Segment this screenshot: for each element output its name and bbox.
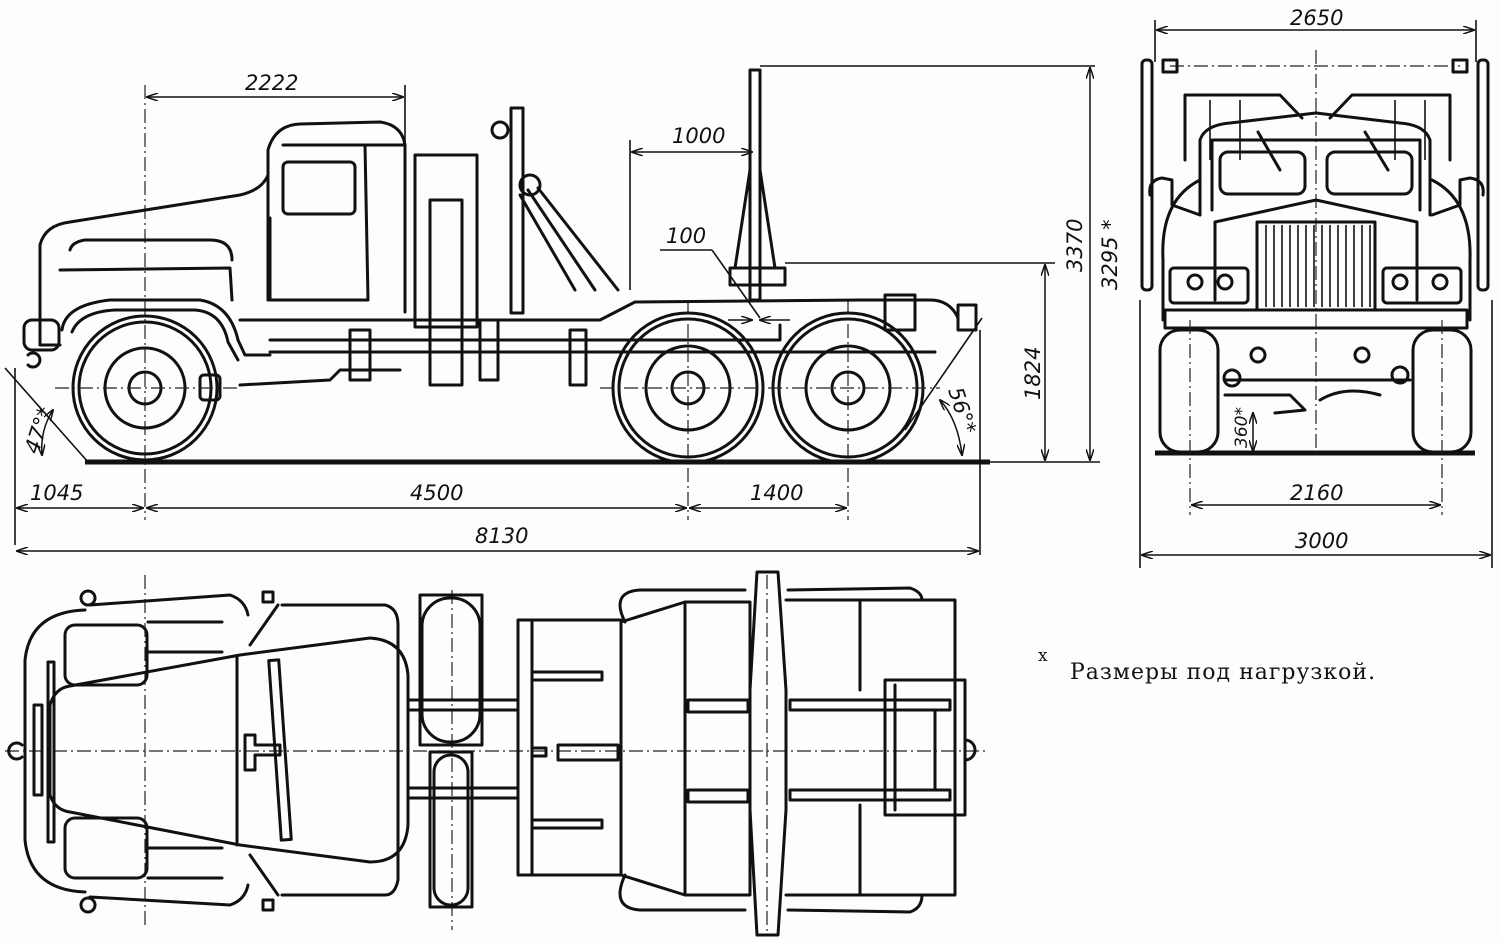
- footnote-mark: x: [1038, 646, 1048, 666]
- dim-mirror-width: 2650: [1290, 6, 1343, 30]
- dim-bolster-offset: 100: [666, 224, 706, 248]
- dim-bogie-base: 1400: [750, 481, 803, 505]
- dim-front-overhang: 1045: [30, 481, 83, 505]
- dim-track-width: 2160: [1290, 481, 1343, 505]
- rear-post: [748, 68, 762, 302]
- top-left-fender: [63, 623, 149, 687]
- front-post: [509, 106, 525, 315]
- windshield-right: [1325, 150, 1414, 196]
- bogie-fender-2: [784, 598, 957, 897]
- front-bumper: [1163, 308, 1469, 330]
- frame: [238, 298, 960, 322]
- front-view: 2650 2160 3000 360*: [1139, 6, 1493, 568]
- dim-approach-angle: 47°*: [20, 404, 58, 457]
- top-right-fender: [63, 816, 149, 880]
- front-axle: [1223, 378, 1412, 415]
- left-mirror: [1140, 58, 1154, 292]
- dim-bolster-height: 1824: [1021, 347, 1045, 400]
- cab-front: [1198, 111, 1432, 217]
- cab-door: [268, 143, 370, 302]
- windshield-left: [1218, 150, 1307, 196]
- right-mirror: [1476, 58, 1490, 292]
- crane-arm: [518, 186, 620, 292]
- dim-overall-length: 8130: [475, 524, 528, 548]
- top-hood: [48, 636, 410, 864]
- bogie-front-block: [516, 618, 623, 877]
- frame-rail-top: [406, 698, 520, 712]
- dim-post-offset: 1000: [672, 124, 725, 148]
- dim-departure-angle: 56°*: [943, 384, 981, 437]
- dim-wheelbase: 4500: [410, 481, 463, 505]
- dim-cab-length: 2222: [245, 71, 298, 95]
- top-cab: [280, 603, 400, 897]
- dim-overall-height-loaded: 3295 *: [1098, 219, 1122, 290]
- hood: [38, 173, 270, 302]
- grille-side: [58, 266, 234, 302]
- footnote-text: Размеры под нагрузкой.: [1070, 660, 1377, 685]
- left-fender: [1161, 178, 1202, 322]
- front-left-tire: [1158, 328, 1220, 454]
- tow-hook: [26, 351, 42, 369]
- equipment-box: [413, 153, 479, 329]
- right-fender: [1430, 178, 1472, 322]
- dim-overall-width: 3000: [1295, 529, 1348, 553]
- front-fender: [60, 298, 272, 357]
- rear-coupler: [956, 303, 978, 332]
- bumper: [22, 318, 61, 352]
- cab-rack: [1183, 93, 1452, 162]
- top-view: [5, 570, 985, 937]
- cab: [266, 120, 407, 314]
- right-headlight-panel: [1381, 266, 1463, 305]
- dim-ground-clearance: 360*: [1232, 407, 1252, 448]
- front-hook-top: [7, 741, 24, 761]
- top-bumper: [23, 608, 87, 894]
- wiper-top: [267, 658, 293, 842]
- cab-window: [281, 160, 357, 216]
- left-headlight-panel: [1168, 266, 1250, 305]
- side-view: 2222 1000 100 1824 3370 3295 * 47°* 56°*…: [4, 65, 1122, 555]
- spare-wheel-1: [418, 593, 484, 747]
- bolster: [728, 168, 787, 287]
- dim-overall-height: 3370: [1063, 219, 1087, 272]
- rear-coupler-top: [883, 678, 967, 817]
- bolster-beam-top: [748, 570, 788, 937]
- spare-wheel-2: [428, 750, 474, 909]
